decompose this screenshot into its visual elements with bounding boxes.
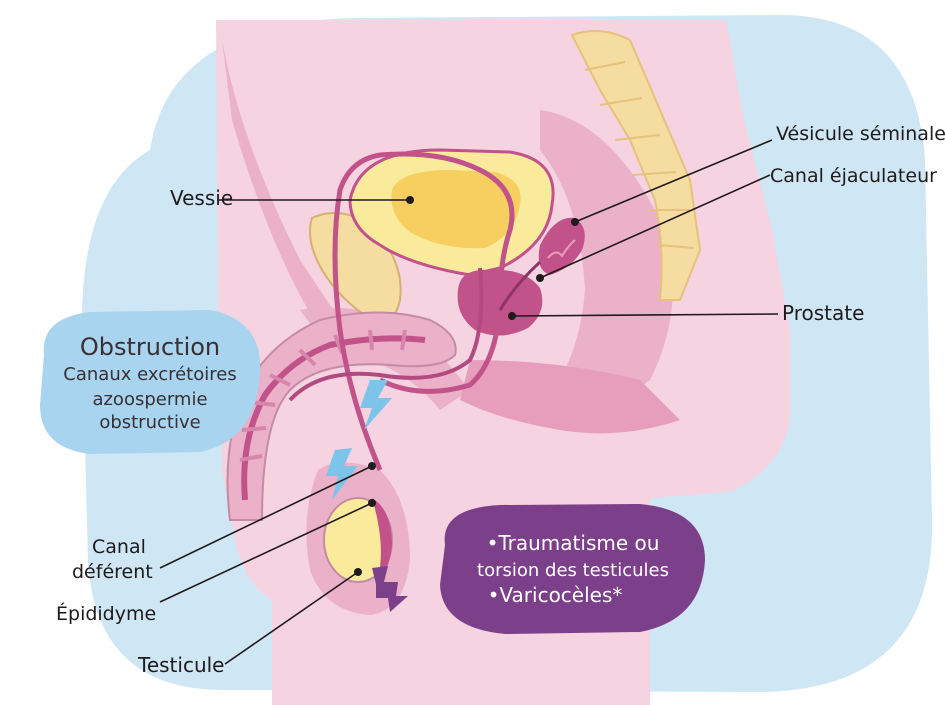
label-canal-ejaculateur: Canal éjaculateur — [770, 165, 937, 187]
causes-line-1: •Traumatisme ou — [487, 531, 660, 555]
causes-line-3: •Varicocèles* — [488, 583, 623, 607]
label-canal-deferent-2: déférent — [72, 561, 153, 583]
label-vesicule-seminale: Vésicule séminale — [776, 123, 945, 145]
label-canal-deferent-1: Canal — [92, 536, 146, 558]
label-testicule: Testicule — [137, 653, 224, 677]
label-prostate: Prostate — [782, 301, 864, 325]
obstruction-line-4: obstructive — [99, 412, 200, 433]
obstruction-line-2: Canaux excrétoires — [63, 364, 236, 385]
label-vessie: Vessie — [170, 186, 233, 210]
obstruction-line-3: azoospermie — [92, 389, 207, 410]
causes-line-2: torsion des testicules — [477, 560, 669, 581]
label-epididyme: Épididyme — [56, 602, 156, 625]
obstruction-line-1: Obstruction — [80, 333, 220, 361]
